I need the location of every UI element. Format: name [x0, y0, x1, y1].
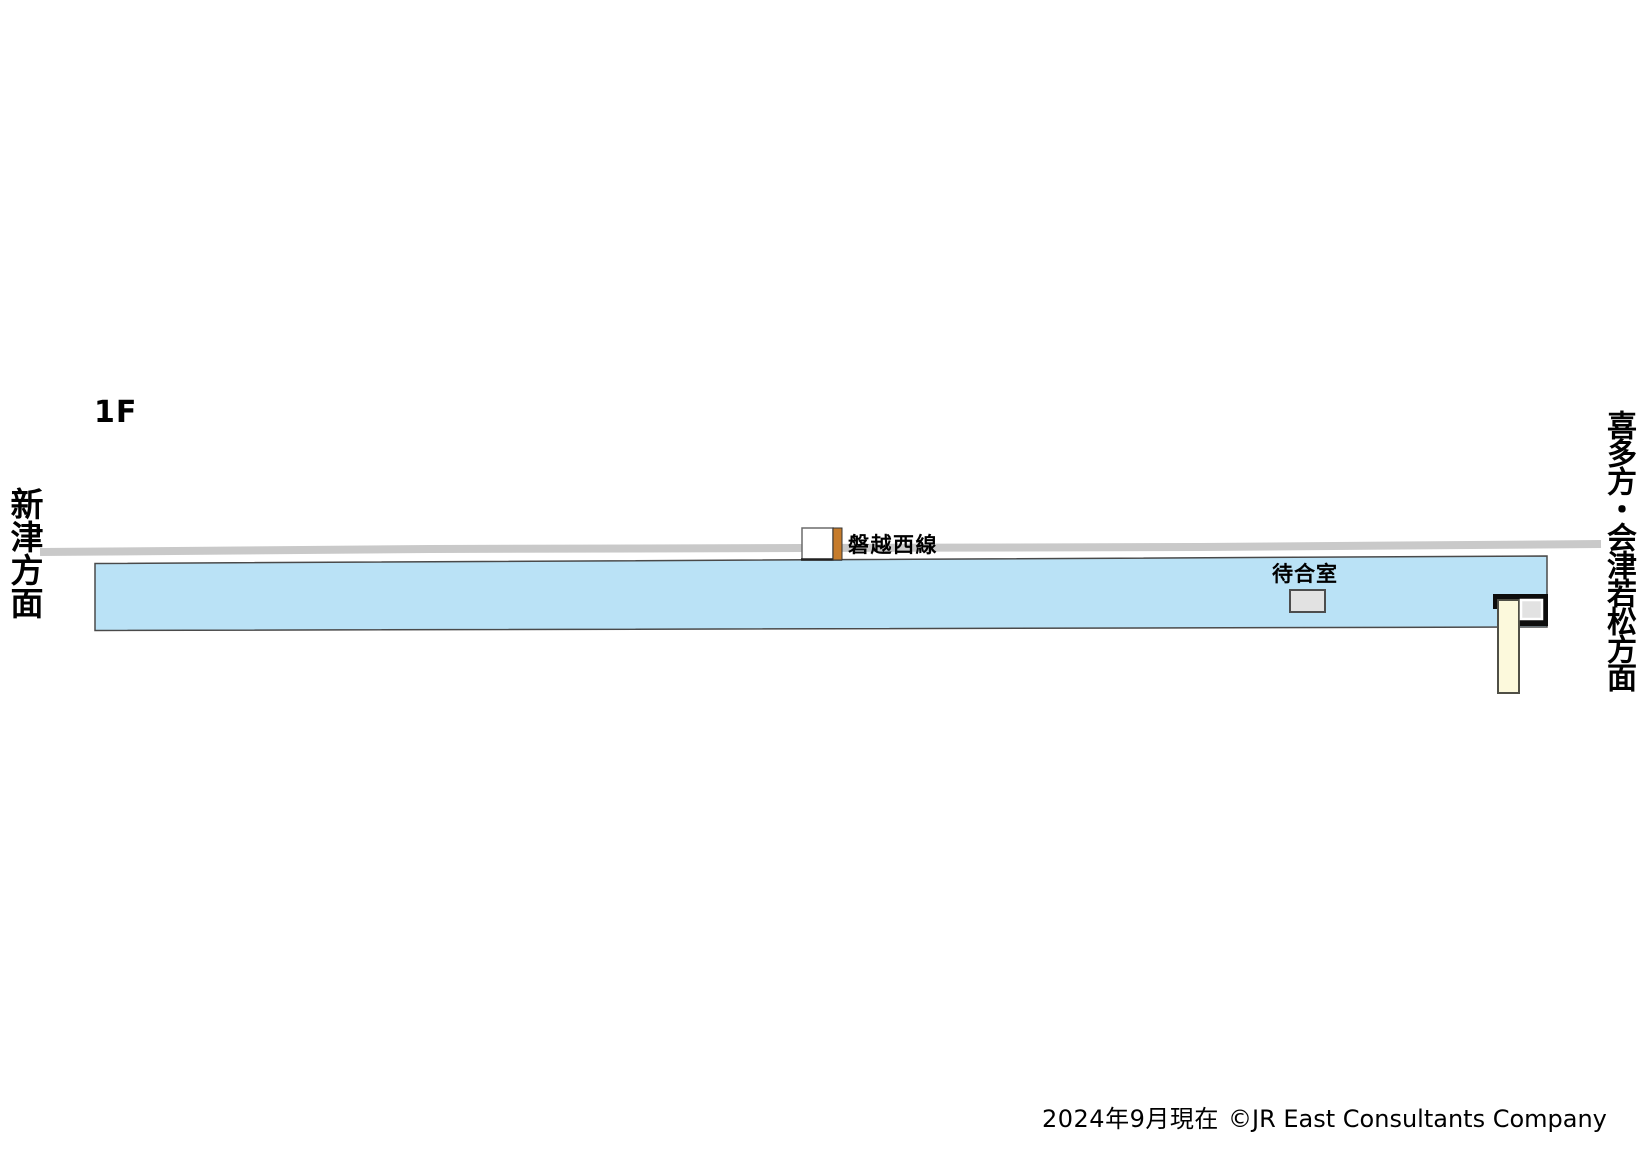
copyright-label: ©JR East Consultants Company: [1228, 1105, 1607, 1133]
direction-right-label: 喜多方・会津若松方面: [1601, 410, 1636, 690]
station-passage-bar: [1497, 599, 1520, 694]
station-building-inner-box: [1519, 598, 1544, 621]
waiting-room-box: [1289, 589, 1326, 613]
line-color-stripe: [832, 527, 843, 561]
map-date-label: 2024年9月現在: [1042, 1105, 1219, 1133]
direction-left-label: 新津方面: [5, 487, 44, 619]
waiting-room-label: 待合室: [1272, 562, 1338, 586]
floor-label: 1F: [94, 395, 138, 430]
line-marker-box: [801, 527, 834, 561]
line-name-label: 磐越西線: [848, 533, 938, 557]
platform-shape: [94, 555, 1548, 632]
